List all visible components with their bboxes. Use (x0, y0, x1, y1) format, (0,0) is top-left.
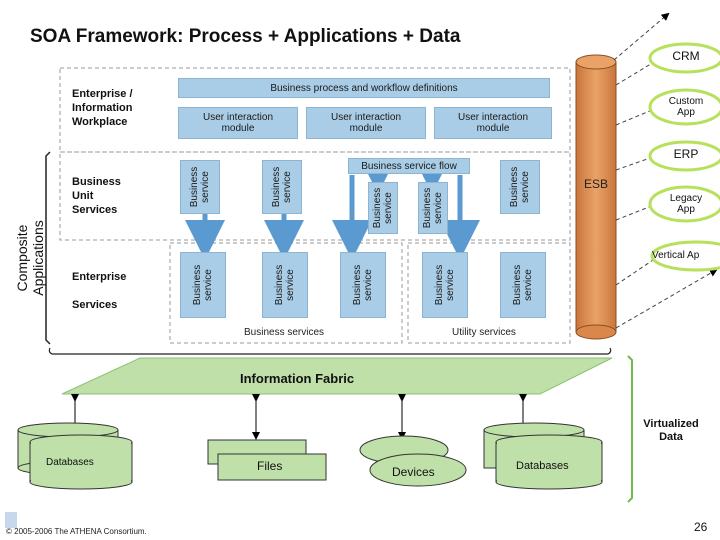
virtualized-data-label: Virtualized Data (643, 418, 699, 443)
callout-label: ERP (673, 147, 699, 161)
composite-bracket (45, 151, 51, 345)
esb-cylinder (575, 61, 617, 333)
database-icon (17, 422, 133, 490)
callout-vertical-app (650, 240, 720, 272)
esb-cylinder-bottom (575, 324, 617, 340)
utility-services-group-box (407, 242, 571, 344)
logo-mark (5, 512, 17, 528)
business-service-box: Business service (180, 252, 226, 318)
callout-crm (648, 42, 720, 74)
utility-services-group-label: Utility services (452, 327, 516, 338)
callout-erp (648, 140, 720, 172)
ui-module: User interaction module (434, 107, 552, 139)
callout-custom-app (648, 88, 720, 126)
business-service-box: Business service (368, 182, 398, 234)
business-services-group-label: Business services (244, 327, 325, 338)
business-service-box: Business service (422, 252, 468, 318)
esb-cylinder-top (575, 54, 617, 70)
ui-module: User interaction module (306, 107, 426, 139)
callout-label: Legacy App (669, 193, 703, 215)
business-service-flow-bar: Business service flow (348, 158, 470, 174)
business-unit-layer-box (59, 151, 571, 241)
virtualized-bracket (627, 355, 633, 503)
business-service-box: Business service (500, 252, 546, 318)
business-service-box: Business service (262, 160, 302, 214)
composite-applications-label: Composite Applications (14, 220, 46, 296)
files-icon (207, 439, 327, 481)
layer-label-workplace: Enterprise / Information Workplace (72, 88, 133, 128)
copyright-footer: © 2005-2006 The ATHENA Consortium. (6, 527, 147, 536)
ui-module: User interaction module (178, 107, 298, 139)
callout-label: CRM (672, 49, 700, 63)
business-service-box: Business service (180, 160, 220, 214)
esb-label: ESB (584, 177, 609, 191)
data-source-label: Databases (46, 457, 94, 468)
data-source-label: Devices (392, 465, 435, 479)
business-service-box: Business service (340, 252, 386, 318)
business-service-box: Business service (500, 160, 540, 214)
business-service-box: Business service (418, 182, 448, 234)
information-fabric-label: Information Fabric (240, 371, 355, 386)
database-icon (483, 422, 603, 490)
data-source-label: Files (257, 459, 283, 473)
data-source-label: Databases (516, 460, 569, 472)
information-fabric-plane (61, 357, 613, 395)
business-service-box: Business service (262, 252, 308, 318)
layer-label-business-unit: Business Unit Services (72, 176, 121, 216)
callout-label: Vertical Ap (652, 250, 700, 261)
process-bar: Business process and workflow definition… (178, 78, 550, 98)
callout-label: Custom App (668, 96, 704, 118)
page-number: 26 (694, 520, 708, 534)
layer-label-enterprise: Enterprise Services (72, 271, 127, 311)
callout-legacy-app (648, 185, 720, 223)
devices-icon (359, 435, 467, 487)
slide-title: SOA Framework: Process + Applications + … (30, 26, 461, 47)
fabric-bracket (48, 347, 612, 355)
